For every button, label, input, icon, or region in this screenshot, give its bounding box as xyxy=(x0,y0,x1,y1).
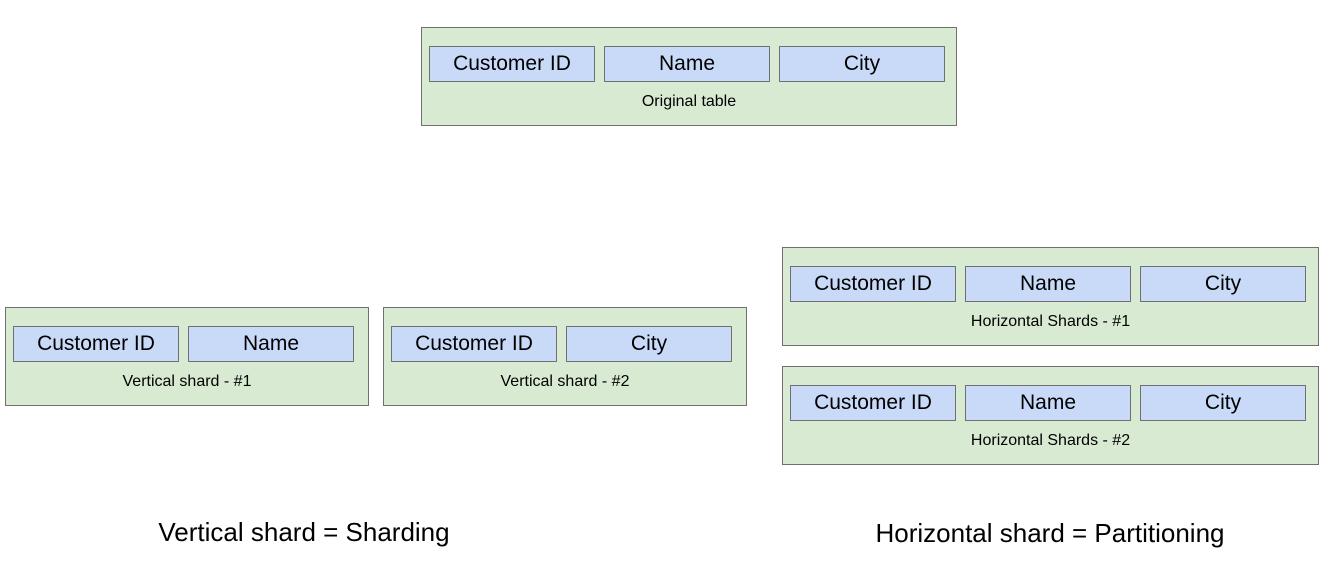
column-name: Name xyxy=(188,326,354,362)
horizontal-shard-2: Customer ID Name City Horizontal Shards … xyxy=(782,366,1319,465)
column-name: Name xyxy=(965,385,1131,421)
vertical-shard-2: Customer ID City Vertical shard - #2 xyxy=(383,307,747,406)
column-city: City xyxy=(1140,385,1306,421)
column-name: Name xyxy=(965,266,1131,302)
column-city: City xyxy=(779,46,945,82)
vertical-shard-1-caption: Vertical shard - #1 xyxy=(122,373,252,390)
column-customer-id: Customer ID xyxy=(790,385,956,421)
column-customer-id: Customer ID xyxy=(13,326,179,362)
column-city: City xyxy=(1140,266,1306,302)
column-city: City xyxy=(566,326,732,362)
column-customer-id: Customer ID xyxy=(790,266,956,302)
vertical-summary-label: Vertical shard = Sharding xyxy=(158,517,450,547)
horizontal-shard-2-caption: Horizontal Shards - #2 xyxy=(970,432,1131,449)
vertical-shard-2-caption: Vertical shard - #2 xyxy=(500,373,630,390)
column-customer-id: Customer ID xyxy=(429,46,595,82)
horizontal-summary-label: Horizontal shard = Partitioning xyxy=(875,518,1225,548)
column-customer-id: Customer ID xyxy=(391,326,557,362)
column-name: Name xyxy=(604,46,770,82)
original-table: Customer ID Name City Original table xyxy=(421,27,957,126)
horizontal-shard-1-caption: Horizontal Shards - #1 xyxy=(970,313,1131,330)
original-table-caption: Original table xyxy=(641,93,737,110)
vertical-shard-1: Customer ID Name Vertical shard - #1 xyxy=(5,307,369,406)
horizontal-shard-1: Customer ID Name City Horizontal Shards … xyxy=(782,247,1319,346)
